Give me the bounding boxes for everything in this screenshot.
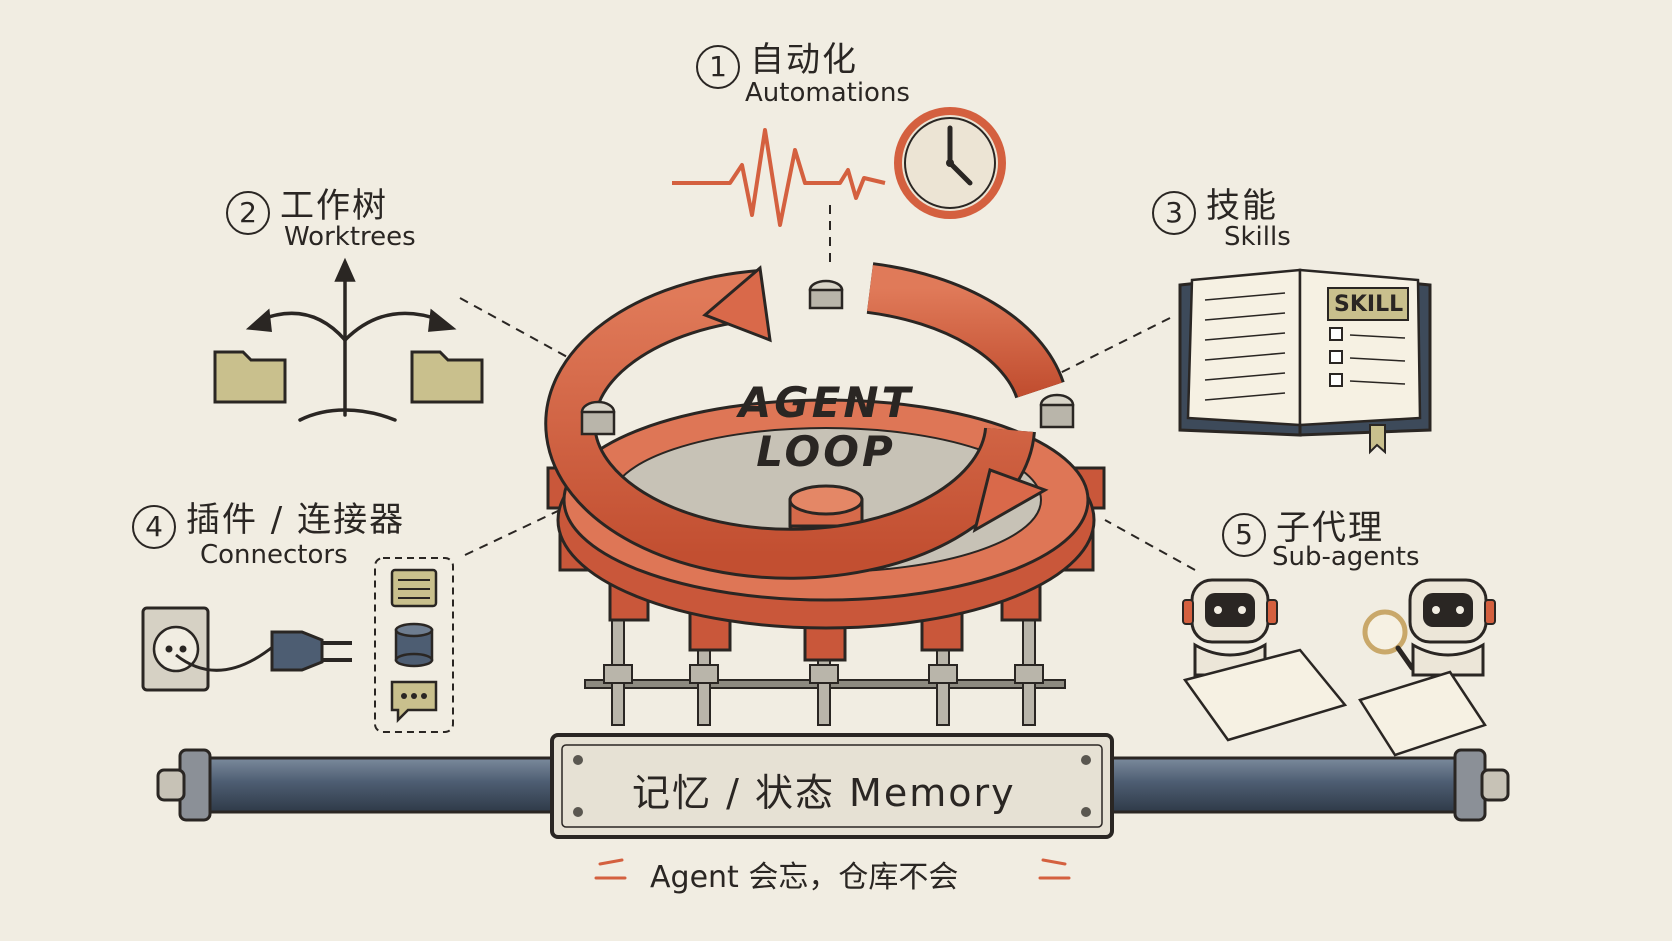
- book-icon: [1178, 268, 1432, 455]
- tagline: Agent 会忘，仓库不会: [650, 860, 959, 895]
- clock-icon: [894, 107, 1006, 219]
- item-title-zh: 自动化: [750, 40, 858, 80]
- center-title-line1: AGENT: [738, 378, 914, 427]
- robot-icon: [1182, 578, 1278, 677]
- loop-ring-arrow: [544, 262, 1075, 580]
- item-title-zh: 子代理: [1276, 508, 1384, 548]
- memory-plate: [550, 733, 1114, 839]
- folder-icon: [213, 350, 484, 404]
- robot-icon-2: [1408, 578, 1496, 677]
- plug-icon: [175, 630, 352, 672]
- item-title-en: Connectors: [200, 540, 348, 570]
- item-title-zh: 插件 / 连接器: [186, 500, 406, 540]
- branch-icon: [245, 257, 457, 422]
- arrow-head-top: [702, 265, 772, 343]
- memory-label: 记忆 / 状态 Memory: [632, 771, 1016, 815]
- chat-icon: [390, 680, 438, 724]
- item-number: 5: [1222, 512, 1266, 557]
- connector-line-subagents: [1104, 519, 1196, 571]
- skill-book-label: SKILL: [1334, 292, 1404, 317]
- item-title-en: Sub-agents: [1272, 542, 1420, 572]
- center-title: AGENT LOOP: [726, 378, 926, 476]
- connector-line-connectors: [464, 509, 561, 556]
- checklist-icon: [390, 568, 438, 608]
- arrow-head-right: [972, 468, 1049, 534]
- database-icon: [394, 622, 434, 668]
- item-title-zh: 技能: [1206, 186, 1278, 226]
- center-title-line2: LOOP: [756, 427, 896, 476]
- item-title-en: Automations: [745, 78, 910, 108]
- item-number: 2: [226, 190, 270, 235]
- item-title-zh: 工作树: [280, 186, 388, 226]
- item-title-en: Worktrees: [284, 222, 416, 252]
- connector-tools-panel: [374, 557, 454, 733]
- magnifier-icon: [1362, 609, 1415, 671]
- item-number: 4: [132, 504, 176, 549]
- socket-icon: [141, 606, 210, 692]
- tagline-dashes: [594, 858, 1071, 880]
- item-number: 3: [1152, 190, 1196, 235]
- worksheet-papers: [1182, 648, 1487, 757]
- heartbeat-icon: [672, 128, 886, 227]
- item-title-en: Skills: [1224, 222, 1291, 252]
- connector-line-skills: [1049, 317, 1171, 379]
- item-number: 1: [696, 44, 740, 89]
